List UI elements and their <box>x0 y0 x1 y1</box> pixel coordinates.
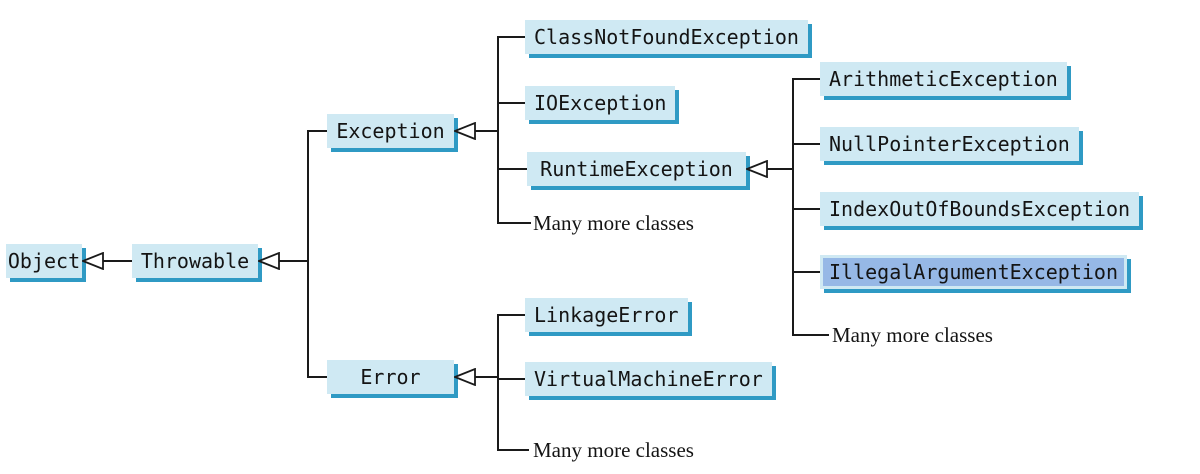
connector-stub-illegalargument <box>792 271 820 273</box>
connector-throwable-trunk <box>279 260 308 262</box>
node-virtualmachineerror-label: VirtualMachineError <box>534 367 763 391</box>
connector-stub-classnotfound <box>497 36 525 38</box>
connector-error-trunk <box>475 376 498 378</box>
node-object-label: Object <box>7 249 81 273</box>
connector-stub-more-runtime <box>792 334 829 336</box>
node-throwable: Throwable <box>132 244 258 278</box>
node-exception: Exception <box>327 114 454 148</box>
connector-object-throwable <box>103 260 132 262</box>
node-exception-label: Exception <box>336 119 445 143</box>
node-arithmeticexception-label: ArithmeticException <box>829 67 1058 91</box>
node-nullpointerexception-label: NullPointerException <box>829 132 1070 156</box>
node-linkageerror-label: LinkageError <box>534 303 679 327</box>
node-classnotfoundexception-label: ClassNotFoundException <box>534 25 799 49</box>
connector-runtime-trunk <box>767 168 793 170</box>
note-many-more-error: Many more classes <box>533 438 694 462</box>
node-error-label: Error <box>360 365 421 389</box>
node-indexoutofboundsexception-label: IndexOutOfBoundsException <box>829 197 1131 221</box>
connector-stub-more-exception <box>497 222 531 224</box>
node-runtimeexception: RuntimeException <box>527 152 746 186</box>
node-indexoutofboundsexception: IndexOutOfBoundsException <box>820 192 1140 226</box>
connector-stub-indexoutofbounds <box>792 208 820 210</box>
connector-stub-arithmetic <box>792 78 820 80</box>
inheritance-arrow-object <box>82 252 104 270</box>
node-classnotfoundexception: ClassNotFoundException <box>525 20 808 54</box>
node-linkageerror: LinkageError <box>525 298 688 332</box>
connector-stub-error <box>307 376 327 378</box>
connector-stub-ioexception <box>497 102 525 104</box>
node-virtualmachineerror: VirtualMachineError <box>525 362 772 396</box>
connector-exception-trunk <box>475 130 498 132</box>
node-ioexception: IOException <box>525 86 676 120</box>
node-error: Error <box>327 360 454 394</box>
node-ioexception-label: IOException <box>534 91 667 115</box>
connector-stub-linkageerror <box>497 314 525 316</box>
connector-stub-virtualmachineerror <box>497 378 525 380</box>
connector-stub-nullpointer <box>792 143 820 145</box>
connector-stub-runtime <box>497 168 527 170</box>
connector-throwable-vertical <box>307 130 309 378</box>
connector-exception-vertical <box>497 36 499 224</box>
note-many-more-runtime: Many more classes <box>832 323 993 347</box>
node-runtimeexception-label: RuntimeException <box>540 157 733 181</box>
connector-stub-exception <box>307 130 327 132</box>
connector-stub-more-error <box>497 449 529 451</box>
connector-error-vertical <box>497 314 499 451</box>
node-throwable-label: Throwable <box>140 249 250 273</box>
inheritance-arrow-exception <box>454 122 476 140</box>
node-nullpointerexception: NullPointerException <box>820 127 1079 161</box>
note-many-more-exception: Many more classes <box>533 211 694 235</box>
connector-runtime-vertical <box>792 78 794 336</box>
inheritance-arrow-runtimeexception <box>746 160 768 178</box>
inheritance-arrow-error <box>454 368 476 386</box>
node-object: Object <box>6 244 82 278</box>
node-illegalargumentexception-highlighted: IllegalArgumentException <box>820 255 1127 289</box>
inheritance-arrow-throwable <box>258 252 280 270</box>
node-arithmeticexception: ArithmeticException <box>820 62 1067 96</box>
node-illegalargumentexception-label: IllegalArgumentException <box>823 258 1124 286</box>
